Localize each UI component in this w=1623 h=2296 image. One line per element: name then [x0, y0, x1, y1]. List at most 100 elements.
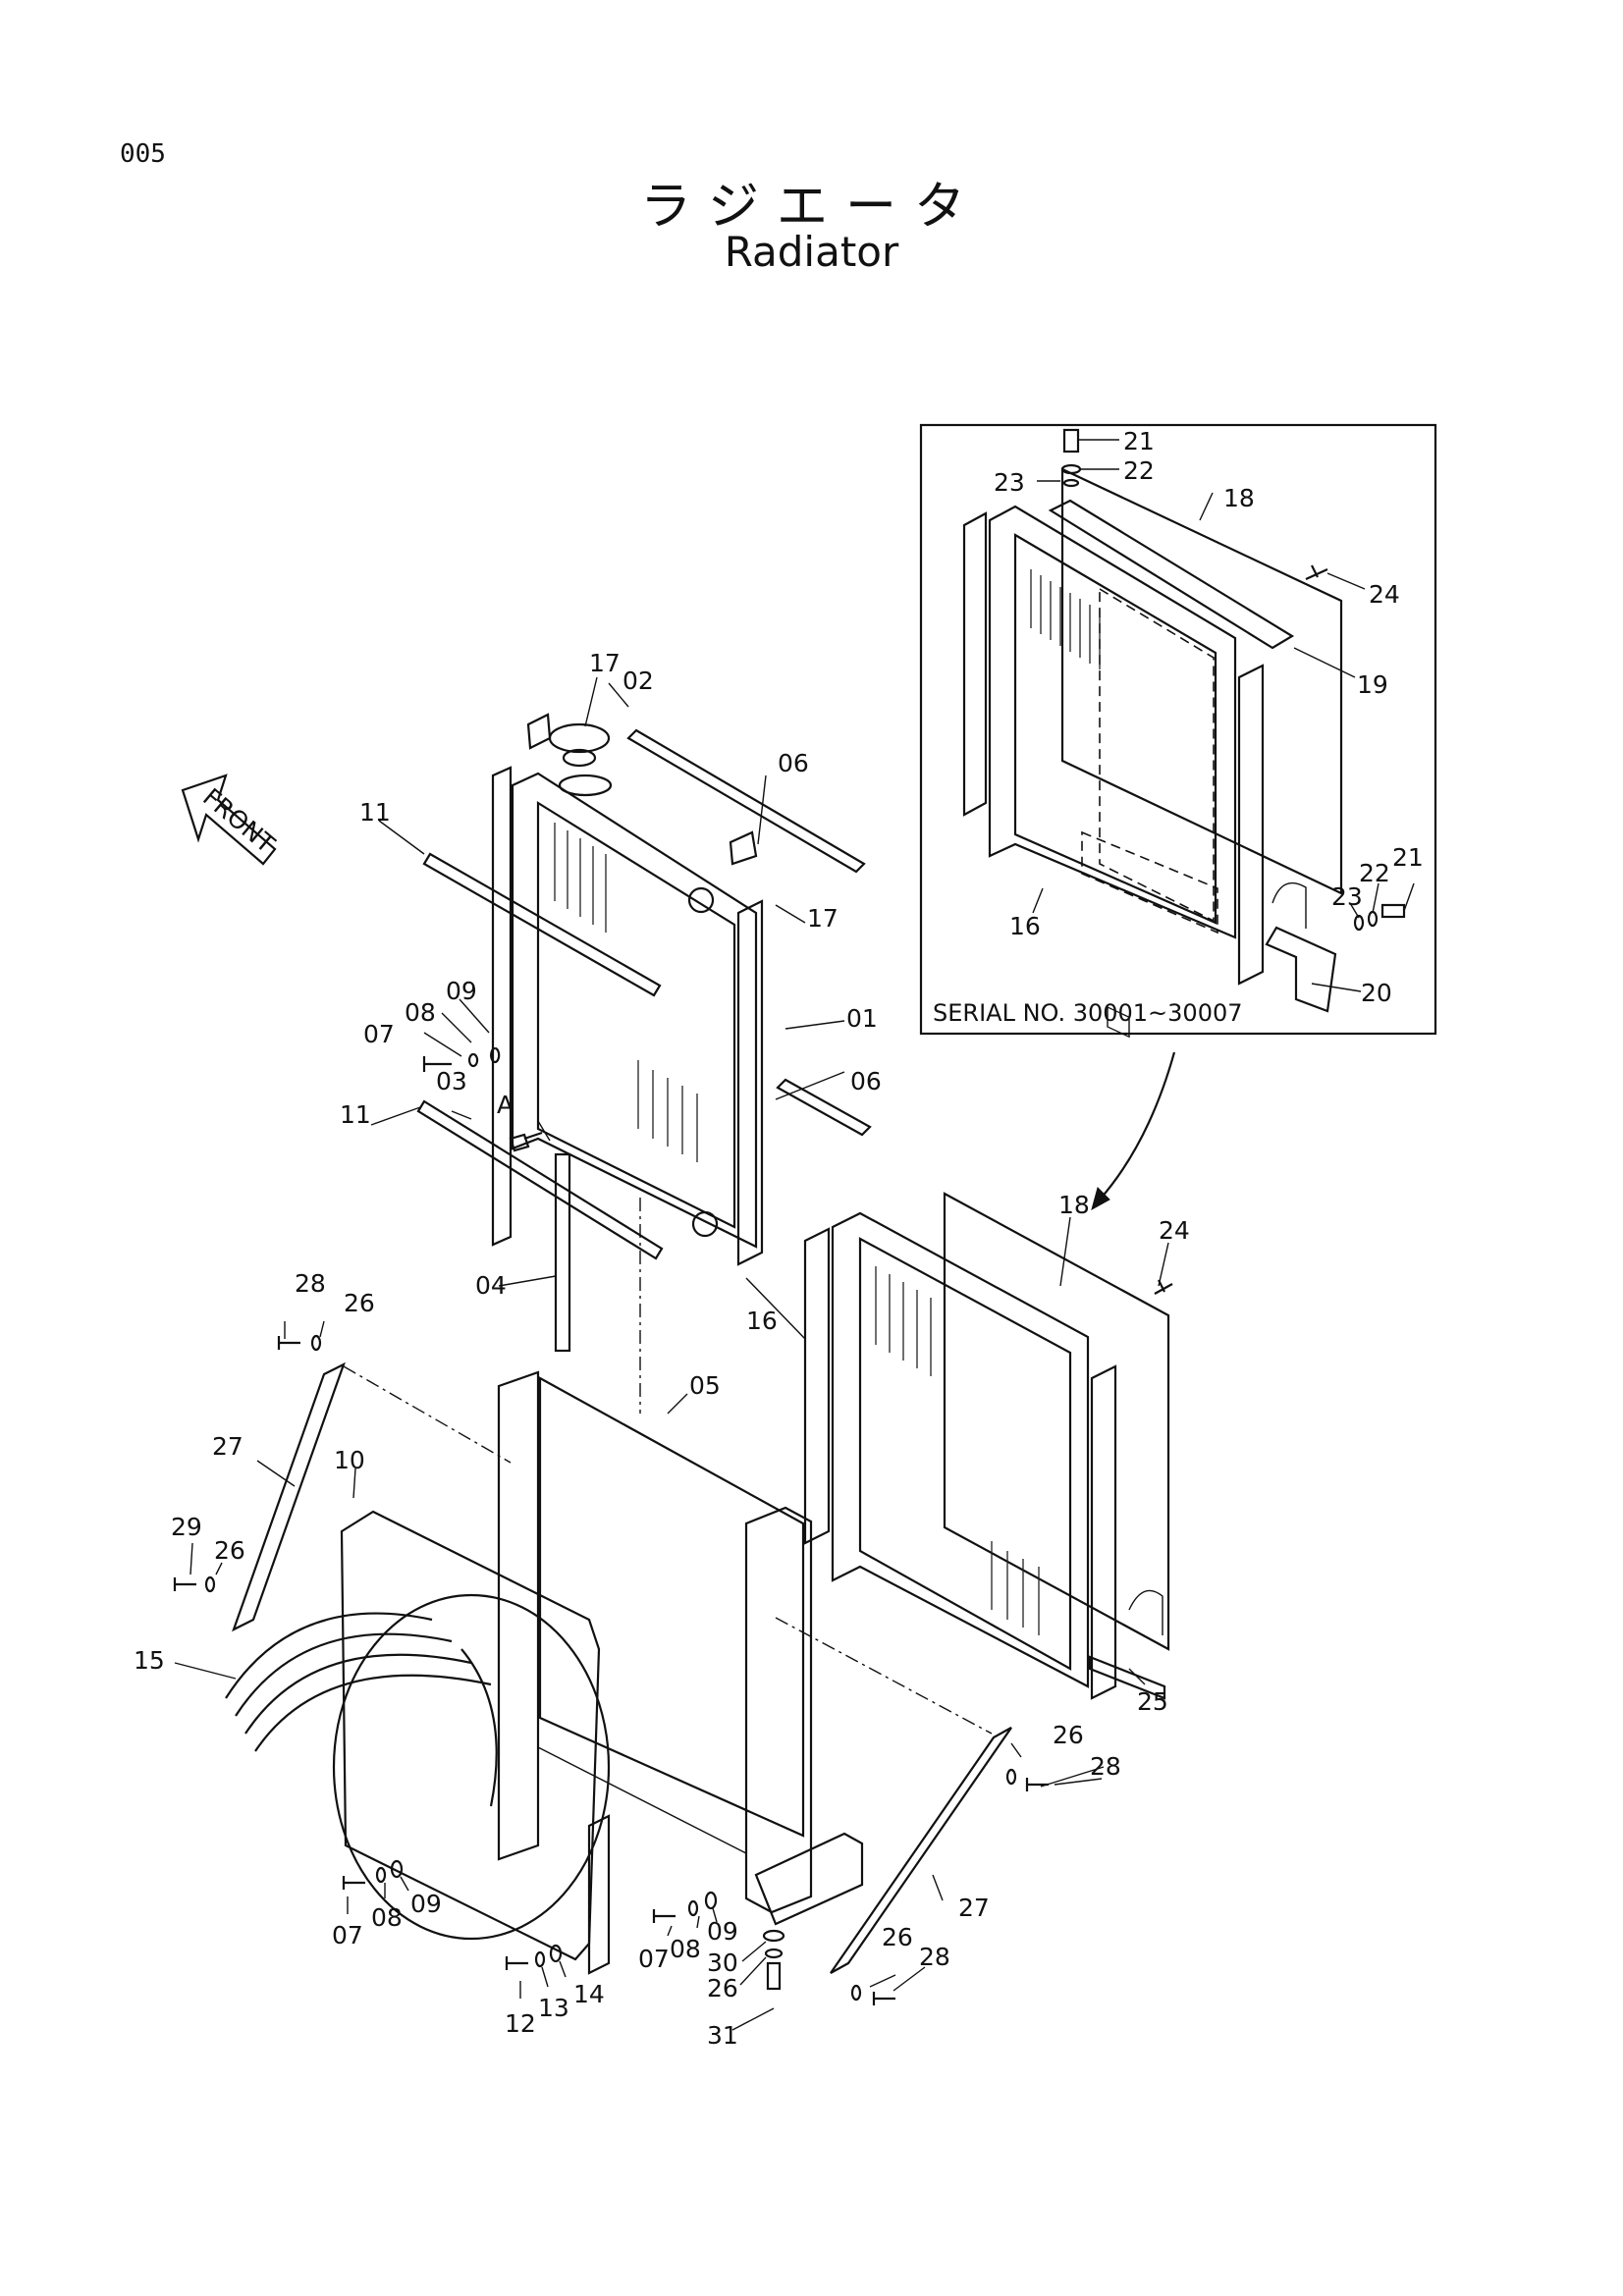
inset-bolt-21 [1062, 428, 1080, 454]
inset-core-frame [988, 505, 1237, 939]
callout-28: 28 [295, 1269, 326, 1298]
fan-guard-ring [332, 1593, 611, 1941]
inset-wing-bolt-24 [1305, 564, 1328, 581]
bolt-28-left [277, 1336, 300, 1350]
cushion-top-left [526, 713, 552, 750]
leader-lines [174, 676, 1169, 2031]
washer-13 [534, 1950, 546, 1968]
callout-17: 17 [589, 649, 621, 677]
stay-left-line [343, 1365, 512, 1464]
rear-screen [943, 1192, 1170, 1651]
callout-09: 09 [707, 1917, 738, 1946]
inset-right-plate [1237, 664, 1265, 986]
callout-01: 01 [846, 1004, 878, 1033]
fan-net-arc-4 [254, 1674, 492, 1752]
support-base [754, 1832, 864, 1926]
callout-06: 06 [850, 1067, 882, 1095]
washer-26-lower [850, 1984, 862, 2002]
front-label: FRONT [197, 782, 281, 859]
inset-bottom-bracket [1265, 926, 1337, 1013]
inset-washer-22 [1060, 463, 1082, 475]
bolt-12 [505, 1956, 528, 1970]
callout-16: 16 [1009, 912, 1041, 940]
shroud-panel [538, 1376, 805, 1838]
inset-core [1013, 533, 1217, 925]
callout-14: 14 [573, 1980, 605, 2008]
callout-18: 18 [1058, 1191, 1090, 1219]
seal-strip-top [626, 728, 866, 874]
callout-23: 23 [1331, 882, 1363, 911]
fan-guard-flange [587, 1814, 611, 1975]
bolt-set-left [422, 1046, 501, 1072]
inset-screen-mesh [1107, 1005, 1130, 1039]
callout-26: 26 [344, 1289, 375, 1317]
callout-26: 26 [214, 1536, 245, 1565]
radiator-frame [511, 772, 758, 1249]
callout-26: 26 [707, 1974, 738, 2002]
inset-washer-23 [1062, 478, 1080, 488]
callout-26: 26 [882, 1923, 913, 1951]
callout-09: 09 [446, 977, 477, 1005]
stay-right [830, 1727, 1012, 1974]
inset-rear-screen [1060, 467, 1343, 895]
radiator-cap-stem [562, 748, 597, 768]
callout-15: 15 [134, 1646, 165, 1675]
inset-leader-lines [1032, 439, 1415, 992]
callout-17: 17 [807, 904, 839, 933]
fan-net-arc-3 [244, 1653, 472, 1735]
inset-pointer-arrow [1099, 1051, 1176, 1201]
callout-29: 29 [171, 1513, 202, 1541]
stay-left [232, 1362, 346, 1632]
callout-08: 08 [405, 998, 436, 1027]
washer-26-base [764, 1948, 784, 1959]
callout-07: 07 [363, 1020, 395, 1048]
inset-detail: SERIAL NO. 30001~30007 [919, 423, 1437, 1039]
radiator-lower-hose-port [691, 1210, 719, 1238]
inset-top-bar [1048, 499, 1295, 650]
washer-08-right [687, 1899, 699, 1917]
fan-net-arc-1 [225, 1612, 433, 1699]
callout-25: 25 [1137, 1687, 1168, 1716]
radiator-variant-assembly [803, 1192, 1173, 1700]
washer-09-right [704, 1891, 718, 1910]
hardware-group [173, 1334, 1049, 2005]
fan-net-side [460, 1648, 498, 1807]
front-direction-marker: FRONT [181, 774, 281, 866]
callout-12: 12 [505, 2009, 536, 2038]
callout-02: 02 [622, 667, 654, 695]
inset-hose [1271, 881, 1307, 929]
callout-21: 21 [1392, 843, 1424, 872]
inset-bolt-21b [1380, 903, 1406, 919]
callout-18: 18 [1223, 484, 1255, 512]
seal-strip-lower-11 [416, 1099, 664, 1260]
variant-right-plate [1090, 1364, 1117, 1700]
radiator-left-plate [491, 766, 513, 1247]
shroud-bottom-rail [537, 1746, 747, 1854]
bolt-29 [173, 1577, 196, 1591]
inset-washer-23b [1353, 914, 1365, 932]
inset-frame [919, 423, 1437, 1036]
inset-washer-22b [1367, 910, 1379, 928]
callout-24: 24 [1369, 580, 1400, 609]
variant-core [858, 1237, 1072, 1671]
callout-05: 05 [689, 1371, 721, 1400]
left-support-column [497, 1370, 540, 1861]
radiator-filler-neck [558, 774, 613, 797]
stay-right-line [775, 1617, 993, 1735]
washer-26-left [310, 1334, 322, 1352]
callout-08: 08 [371, 1903, 403, 1932]
drain-cock [509, 1131, 543, 1152]
fan-net [225, 1612, 498, 1807]
callout-19: 19 [1357, 670, 1388, 699]
variant-hose [1128, 1589, 1163, 1635]
radiator-fins [554, 823, 698, 1162]
inset-hidden-core [1099, 587, 1215, 923]
inset-left-plate [962, 511, 988, 817]
washer-26-mid [204, 1575, 216, 1593]
callout-23: 23 [994, 468, 1025, 497]
callout-27: 27 [958, 1894, 990, 1922]
bolt-07-left [342, 1876, 365, 1890]
callout-28: 28 [919, 1943, 950, 1971]
title-english: Radiator [724, 228, 899, 276]
inset-serial-text: SERIAL NO. 30001~30007 [933, 999, 1243, 1027]
